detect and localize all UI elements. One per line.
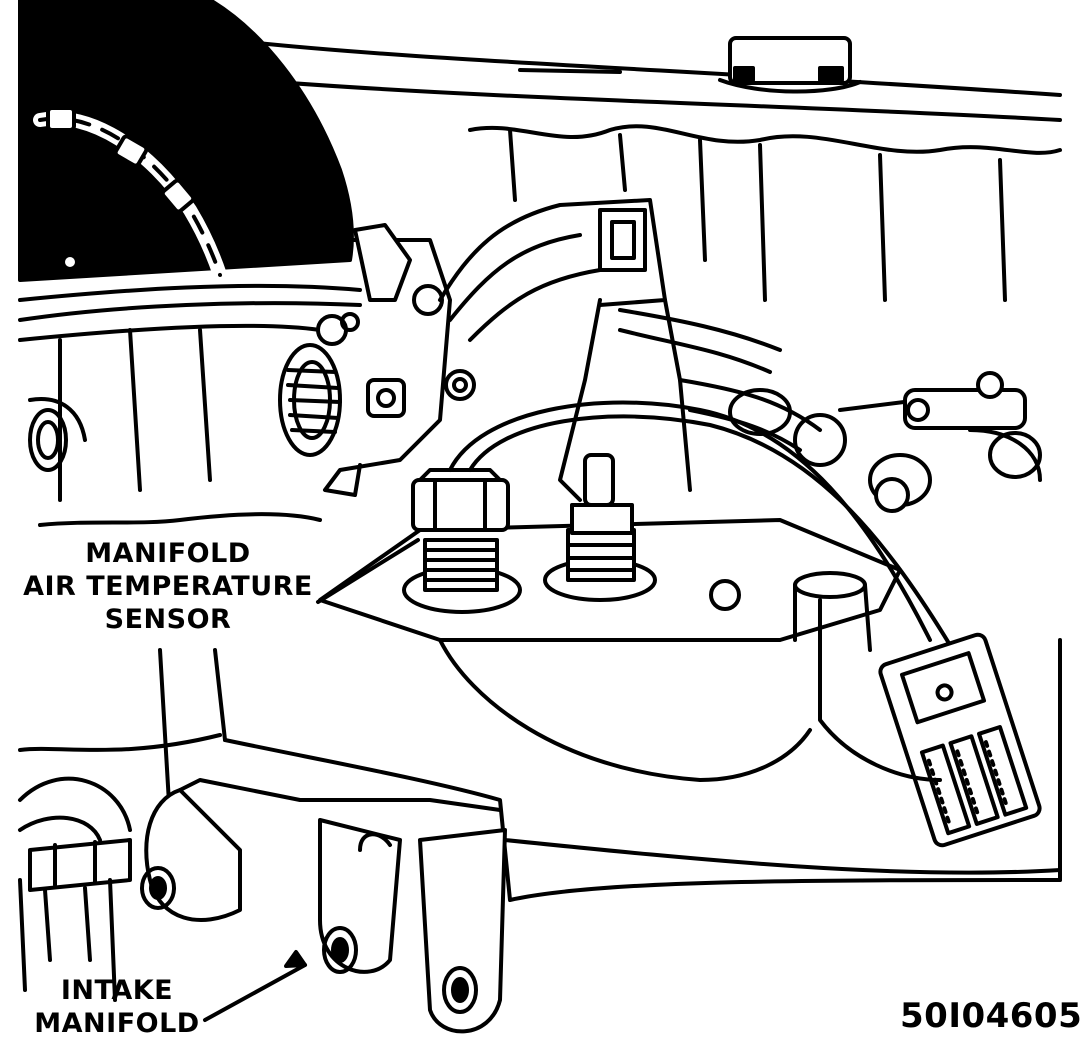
manifold-mounting-ears [140,788,507,1034]
callout-line: MANIFOLD [34,1007,200,1039]
vacuum-tubes [438,198,782,502]
throttle-body [18,283,362,502]
callout-intake-manifold: INTAKE MANIFOLD [22,975,212,1041]
air-intake-hose [18,0,354,282]
coolant-sensor [543,453,657,602]
manifold-bolt [18,838,132,1002]
flange-boss [709,571,872,652]
electrical-connector [878,632,1042,848]
lower-left-casting [18,776,132,842]
sensor-wiring [448,400,952,647]
callout-line: MANIFOLD [85,538,251,569]
callout-manifold-air-temperature-sensor: MANIFOLD AIR TEMPERATURE SENSOR [18,538,318,637]
engine-head-outline [228,38,1062,302]
right-fittings [678,371,1042,513]
intake-manifold-body [18,512,1062,902]
oil-filler-cap [718,36,862,94]
leader-intake-manifold [203,950,307,1022]
throttle-bracket [316,223,476,497]
callout-line: SENSOR [104,603,232,635]
callout-line: INTAKE [60,975,174,1006]
leader-mat-sensor [316,538,420,604]
figure-code: 50I04605 [900,996,1082,1036]
callout-line: AIR TEMPERATURE [23,570,313,602]
manifold-air-temperature-sensor [402,468,522,614]
